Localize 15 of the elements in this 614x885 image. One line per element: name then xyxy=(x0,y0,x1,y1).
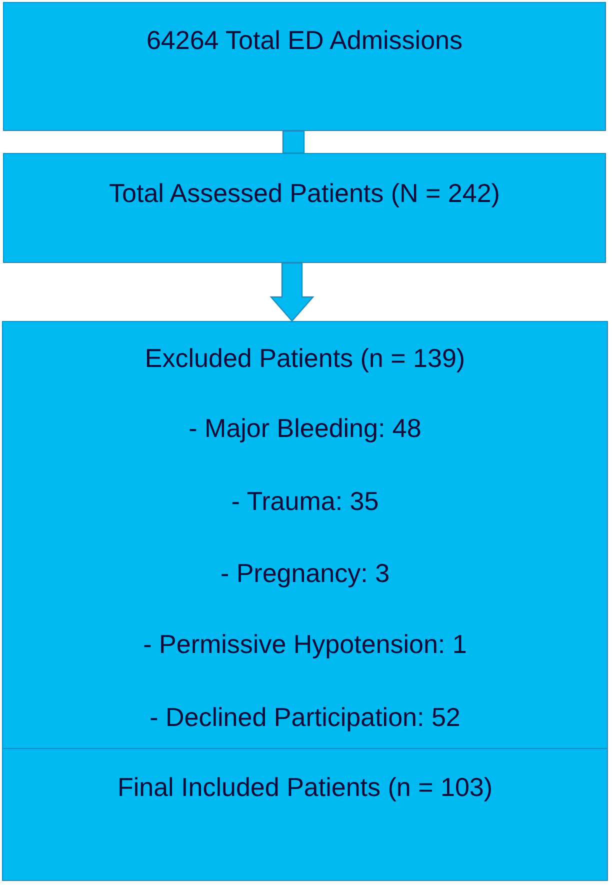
connector-bar xyxy=(282,130,305,154)
step-label: 64264 Total ED Admissions xyxy=(146,24,463,56)
step-label: Total Assessed Patients (N = 242) xyxy=(109,177,500,209)
process-box xyxy=(3,153,606,263)
block-arrow xyxy=(270,262,314,322)
process-box xyxy=(2,748,608,881)
process-box xyxy=(3,2,606,131)
list-item: - Declined Participation: 52 xyxy=(150,701,460,733)
process-box xyxy=(2,321,608,749)
list-item: - Major Bleeding: 48 xyxy=(188,412,422,444)
list-item: - Trauma: 35 xyxy=(231,485,379,517)
step-label: Final Included Patients (n = 103) xyxy=(117,771,493,803)
list-item: - Permissive Hypotension: 1 xyxy=(143,628,467,660)
list-item: - Pregnancy: 3 xyxy=(220,557,390,589)
group-heading: Excluded Patients (n = 139) xyxy=(144,342,466,374)
